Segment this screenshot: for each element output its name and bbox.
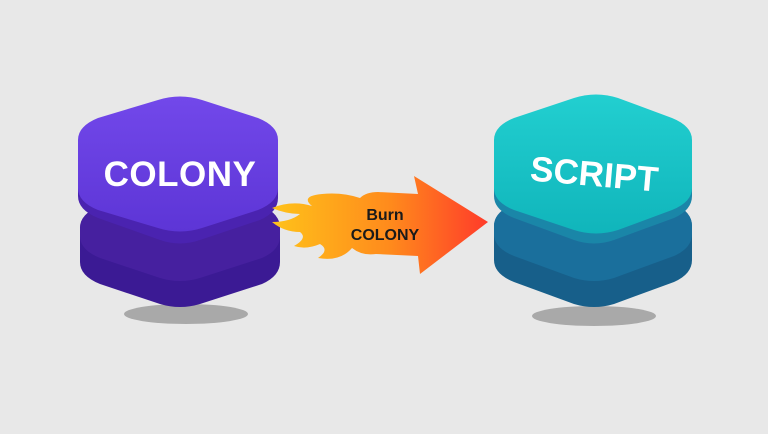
script-shadow [532,306,656,326]
colony-block [78,96,280,307]
colony-label: COLONY [104,155,257,194]
script-layer-top [494,94,692,234]
script-block [494,94,692,307]
colony-shadow [124,304,248,324]
arrow-label-line2: COLONY [351,227,420,244]
arrow-shape [272,176,488,274]
arrow-label-line1: Burn [366,207,403,224]
colony-layer-top [78,96,278,232]
flaming-arrow-icon [272,176,488,274]
